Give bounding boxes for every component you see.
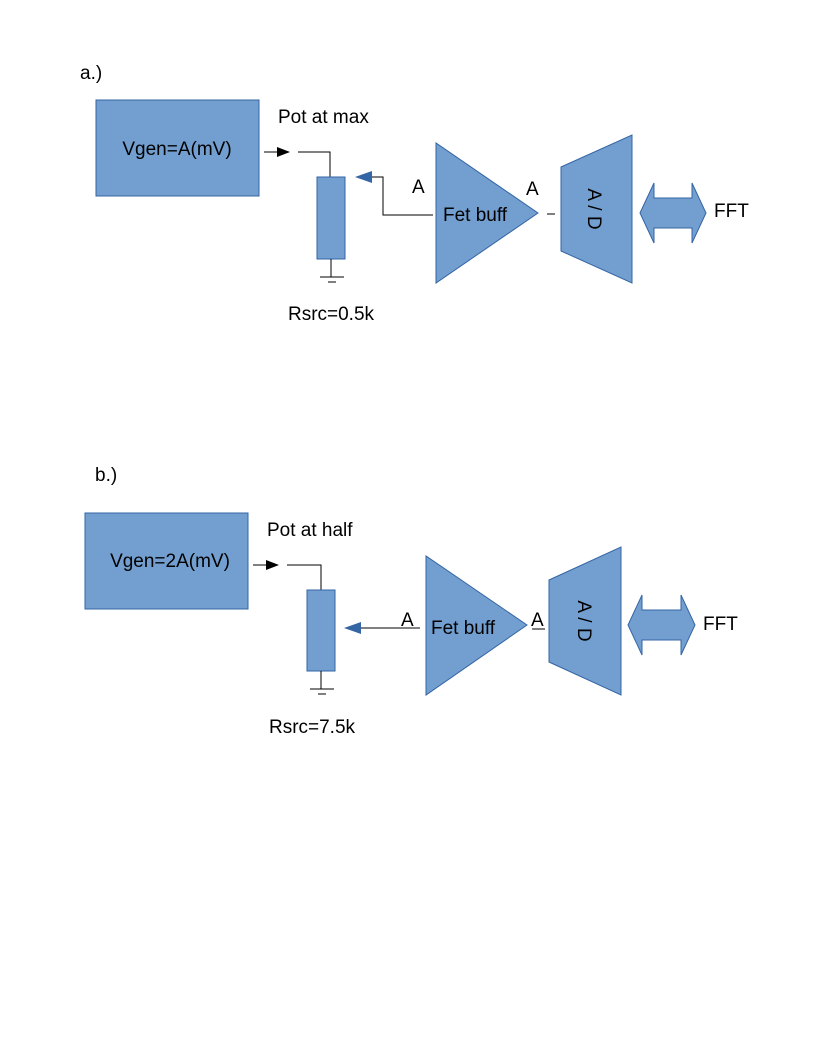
- generator-arrow-a: [264, 147, 290, 157]
- fet-buffer-label-b: Fet buff: [431, 618, 496, 639]
- pot-top-wire-a: [298, 151, 331, 177]
- diagram-a-label: a.): [80, 63, 102, 84]
- ground-symbol-a: [320, 259, 344, 283]
- generator-label-a: Vgen=A(mV): [122, 139, 231, 160]
- bidirectional-arrow-a: [639, 182, 707, 244]
- resistor-b: [306, 589, 336, 672]
- diagram-b: b.) Vgen=2A(mV) Pot at half Rsrc=7.5k A: [84, 465, 738, 738]
- fet-buffer-label-a: Fet buff: [443, 205, 508, 226]
- output-node-label-b: A: [531, 610, 544, 631]
- generator-arrow-b: [253, 560, 279, 570]
- diagram-a: a.) Vgen=A(mV) Pot at max Rsrc=0.5k A: [80, 63, 749, 325]
- generator-label-b: Vgen=2A(mV): [110, 551, 230, 572]
- pot-caption-a: Pot at max: [278, 107, 369, 128]
- fet-buffer-a: [435, 142, 539, 284]
- fft-label-b: FFT: [703, 614, 738, 635]
- wiper-arrow-a: [355, 171, 433, 216]
- pot-top-wire-b: [287, 564, 322, 590]
- generator-block-a: [95, 99, 260, 197]
- wiper-arrow-b: [344, 622, 420, 634]
- adc-block-b: [548, 546, 622, 696]
- resistor-a: [316, 176, 346, 260]
- adc-block-a: [560, 134, 633, 284]
- pot-caption-b: Pot at half: [267, 520, 353, 541]
- input-node-label-a: A: [412, 177, 425, 198]
- ground-symbol-b: [310, 671, 334, 695]
- diagram-b-label: b.): [95, 465, 117, 486]
- generator-block-b: [84, 512, 249, 610]
- bidirectional-arrow-b: [627, 594, 696, 656]
- resistor-caption-a: Rsrc=0.5k: [288, 304, 375, 325]
- resistor-caption-b: Rsrc=7.5k: [269, 717, 356, 738]
- input-node-label-b: A: [401, 610, 414, 631]
- fet-buffer-b: [425, 555, 528, 696]
- adc-label-a: A / D: [583, 188, 604, 229]
- fft-label-a: FFT: [714, 201, 749, 222]
- adc-label-b: A / D: [573, 600, 594, 641]
- output-node-label-a: A: [526, 179, 539, 200]
